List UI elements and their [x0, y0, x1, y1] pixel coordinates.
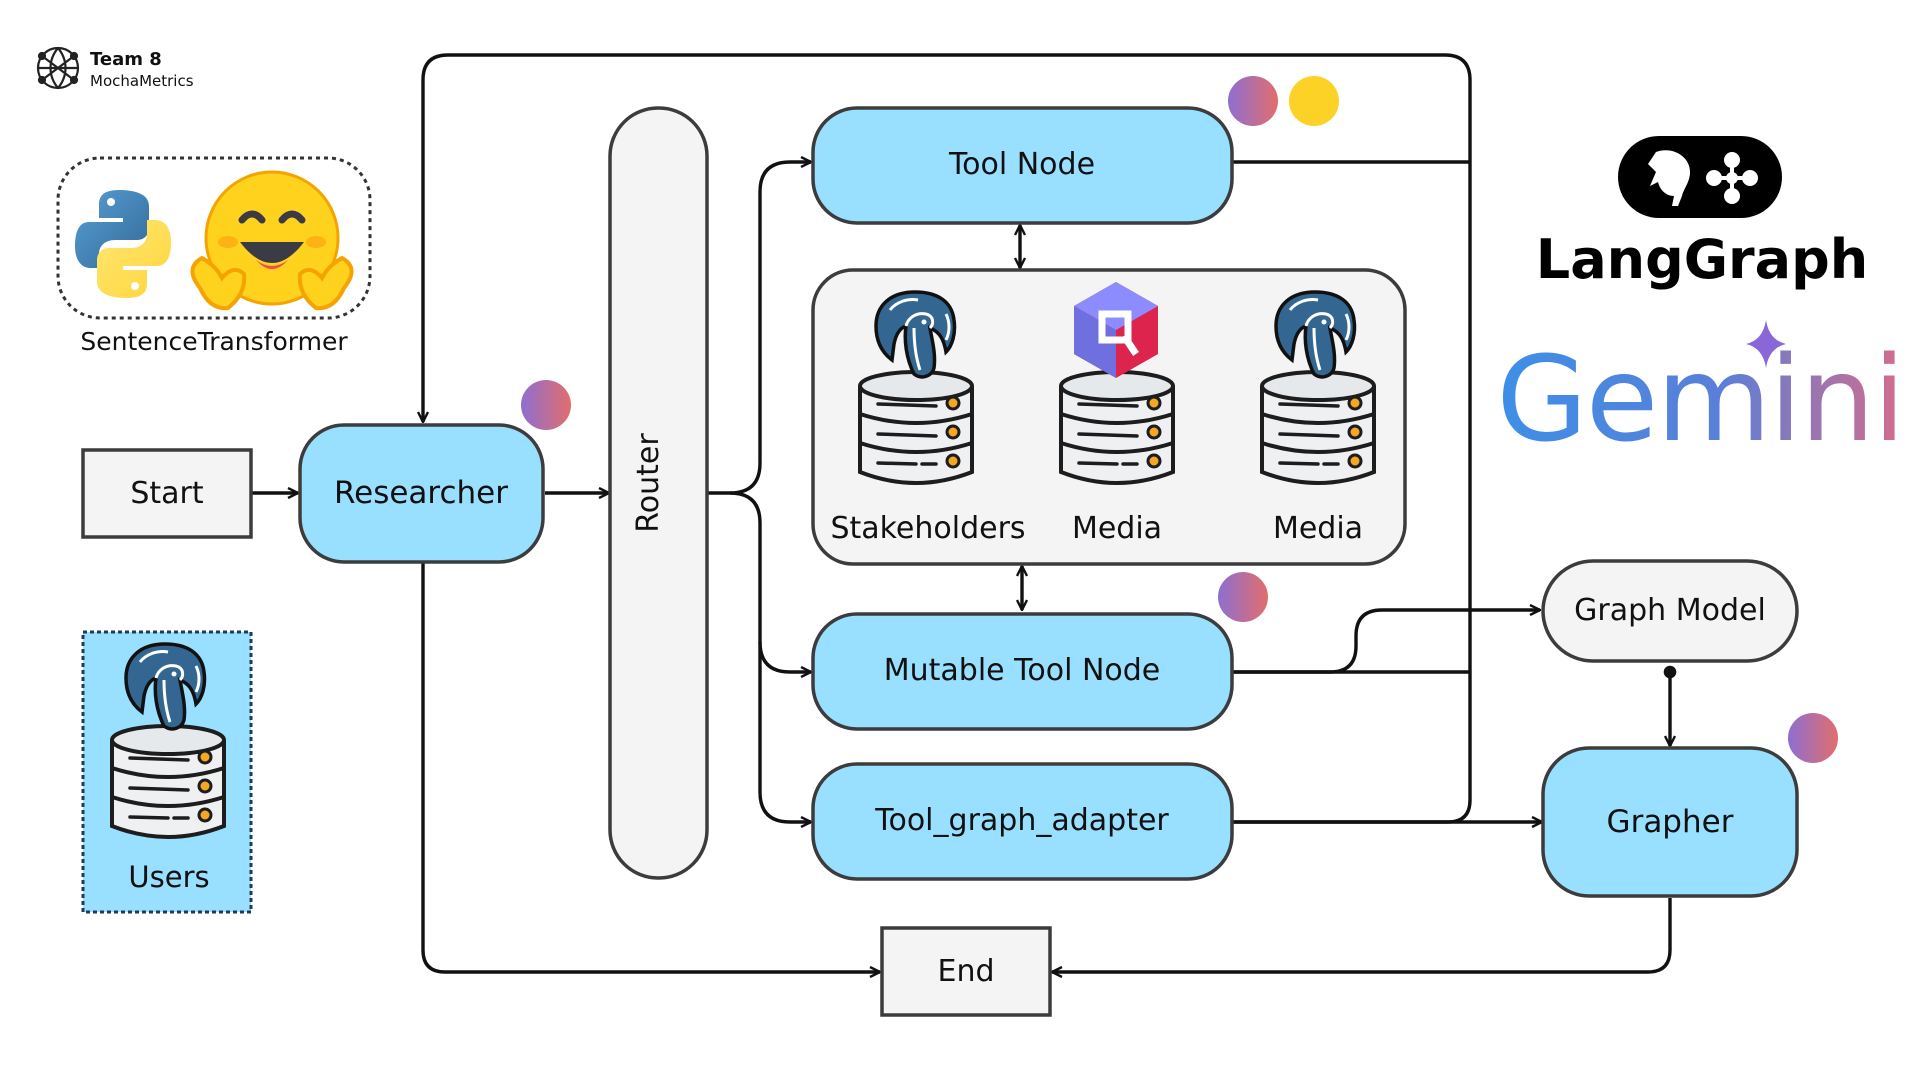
globe-icon [36, 46, 80, 90]
gemini-sparkle-icon [1746, 320, 1786, 368]
brand: Team 8 MochaMetrics [36, 46, 194, 90]
gemini-dot-icon [1788, 713, 1838, 763]
gemini-dot-icon [1218, 572, 1268, 622]
start-node-label: Start [130, 476, 204, 511]
tool-node-label: Tool Node [948, 147, 1095, 182]
router-node-label: Router [631, 433, 666, 533]
edge-mutable-graph-model [1232, 610, 1540, 674]
db-media-qdrant: Media [1059, 282, 1175, 546]
end-node-label: End [937, 954, 994, 989]
users-db-group: Users [81, 630, 253, 914]
grapher-node[interactable]: Grapher [1541, 746, 1799, 898]
qdrant-icon [1074, 282, 1158, 378]
tool-graph-adapter-node[interactable]: Tool_graph_adapter [811, 762, 1234, 881]
team-label: Team 8 [90, 49, 162, 70]
mutable-tool-node-label: Mutable Tool Node [884, 653, 1161, 688]
sentence-transformer-group: SentenceTransformer [56, 156, 372, 356]
yellow-dot-icon [1289, 76, 1339, 126]
graph-model-label: Graph Model [1574, 593, 1766, 628]
db-stakeholders: Stakeholders [830, 290, 1026, 546]
tool-node[interactable]: Tool Node [811, 106, 1234, 225]
edge-loop-to-researcher [423, 53, 1472, 422]
langgraph-logo: LangGraph [1536, 136, 1868, 291]
parrot-icon [1648, 150, 1690, 206]
end-node[interactable]: End [880, 926, 1052, 1017]
users-db-label: Users [128, 860, 209, 894]
langgraph-wordmark: LangGraph [1536, 228, 1868, 291]
database-icon [858, 370, 974, 485]
tool-graph-adapter-label: Tool_graph_adapter [874, 803, 1169, 838]
db-label: Media [1273, 511, 1363, 546]
db-media-postgres: Media [1260, 290, 1376, 546]
grapher-label: Grapher [1607, 804, 1734, 840]
gemini-dot-icon [521, 380, 571, 430]
connectors [252, 53, 1672, 972]
database-icon [110, 724, 226, 839]
gemini-wordmark: Gemini [1496, 330, 1903, 468]
database-icon [1059, 370, 1175, 485]
python-icon [75, 190, 171, 298]
mutable-tool-node[interactable]: Mutable Tool Node [811, 612, 1234, 731]
researcher-node-label: Researcher [334, 475, 508, 511]
hugging-face-icon [190, 170, 354, 311]
edge-researcher-end [421, 563, 880, 972]
company-name: MochaMetrics [90, 72, 194, 90]
edge-grapher-end [1052, 898, 1672, 972]
database-icon [1260, 370, 1376, 485]
edge-router-tool-node [707, 162, 811, 495]
gemini-dot-icon [1228, 76, 1278, 126]
tools-panel: Stakeholders Media Media [811, 268, 1407, 566]
edge-router-mutable [729, 491, 811, 672]
graph-nodes-icon [1706, 152, 1758, 204]
graph-model-node[interactable]: Graph Model [1541, 559, 1799, 663]
db-label: Stakeholders [830, 511, 1025, 546]
router-node[interactable]: Router [608, 106, 709, 880]
edge-router-adapter [758, 642, 811, 822]
sentence-transformer-label: SentenceTransformer [80, 327, 348, 356]
start-node[interactable]: Start [81, 448, 253, 539]
researcher-node[interactable]: Researcher [298, 423, 545, 564]
db-label: Media [1072, 511, 1162, 546]
gemini-logo: Gemini [1496, 320, 1906, 468]
